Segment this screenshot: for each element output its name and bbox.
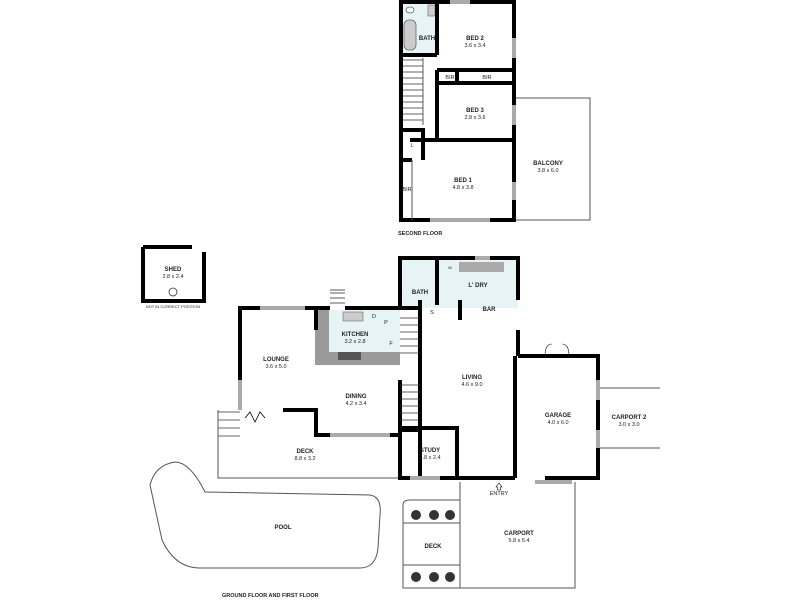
kitchen-floor <box>329 310 400 352</box>
room-label: STUDY <box>420 448 440 454</box>
carport-outline <box>459 482 576 589</box>
room-dims: 2.8 x 2.4 <box>162 274 183 280</box>
room-dims: 2.8 x 3.6 <box>464 115 485 121</box>
room-dims: 2.8 x 2.4 <box>419 455 440 461</box>
room-dims: 3.2 x 2.8 <box>344 339 365 345</box>
ground-floor: BATH L' DRY BAR KITCHEN 3.2 x 2.8 LOUNGE… <box>149 256 660 599</box>
floor-caption: GROUND FLOOR AND FIRST FLOOR <box>222 593 319 599</box>
toilet-icon <box>405 6 415 14</box>
room-dims: 8.8 x 3.2 <box>294 456 315 462</box>
room-label: BED 2 <box>466 36 484 42</box>
deck-outline <box>217 410 400 479</box>
room-label: LOUNGE <box>263 357 289 363</box>
room-label: GARAGE <box>545 413 571 419</box>
entry-arrow-icon <box>495 482 503 491</box>
planter-icons <box>411 510 455 582</box>
upstairs-staircase <box>403 58 424 125</box>
room-dims: 4.8 x 3.8 <box>452 185 473 191</box>
second-floor: BATH BED 2 3.6 x 3.4 BIR BIR BED 3 2.8 x… <box>398 0 591 237</box>
hot-water-icon <box>168 287 178 297</box>
room-dims: 4.0 x 6.0 <box>547 420 568 426</box>
fixture-label: D <box>372 314 376 320</box>
pool-outline <box>149 461 381 569</box>
room-label: ENTRY <box>490 491 509 497</box>
room-dims: 3.6 x 3.4 <box>464 43 485 49</box>
room-label: BIR <box>445 75 454 81</box>
room-dims: 4.6 x 9.0 <box>461 382 482 388</box>
shed: SHED 2.8 x 2.4 NOT IN CORRECT POSITION <box>141 245 206 309</box>
room-label: DECK <box>424 544 442 550</box>
room-label: BAR <box>483 307 497 313</box>
room-label: BATH <box>419 36 435 42</box>
bathtub-icon <box>403 19 417 51</box>
fixture-label: P <box>384 320 388 326</box>
room-label: BED 3 <box>466 108 484 114</box>
room-label: POOL <box>274 525 291 531</box>
basin-icon <box>427 4 436 17</box>
room-label: BIR <box>402 187 411 193</box>
room-label: BALCONY <box>533 161 563 167</box>
room-label: LIVING <box>462 375 482 381</box>
room-label: L' DRY <box>468 283 487 289</box>
sink-icon <box>338 352 361 360</box>
room-dims: 3.6 x 5.0 <box>265 364 286 370</box>
lower-deck-outline <box>402 499 460 589</box>
room-dims: 3.0 x 3.0 <box>618 422 639 428</box>
fixture-label: F <box>389 341 393 347</box>
room-dims: 3.8 x 6.0 <box>537 168 558 174</box>
cooktop-icon <box>342 311 364 322</box>
room-dims: 4.2 x 3.4 <box>345 401 366 407</box>
room-dims: 5.8 x 5.4 <box>508 538 529 544</box>
room-label: KITCHEN <box>342 332 369 338</box>
room-label: CARPORT <box>504 531 534 537</box>
room-label: CARPORT 2 <box>612 415 647 421</box>
room-label: BATH <box>412 290 428 296</box>
shed-note: NOT IN CORRECT POSITION <box>146 304 201 309</box>
fixture-label: S <box>430 310 434 316</box>
balcony-outline <box>513 97 591 221</box>
bifold-door-icon <box>244 411 266 423</box>
ground-staircase <box>218 292 420 437</box>
room-label: L <box>410 143 413 149</box>
room-label: DINING <box>346 394 367 400</box>
room-label: SHED <box>165 267 182 273</box>
room-label: DECK <box>296 449 314 455</box>
fixture-label: W <box>448 265 452 270</box>
laundry-bench <box>459 262 504 272</box>
carport-2-outline <box>598 387 660 449</box>
garage-double-door-icon <box>544 343 570 357</box>
floor-caption: SECOND FLOOR <box>398 231 442 237</box>
room-label: BED 1 <box>454 178 472 184</box>
room-label: BIR <box>482 75 491 81</box>
